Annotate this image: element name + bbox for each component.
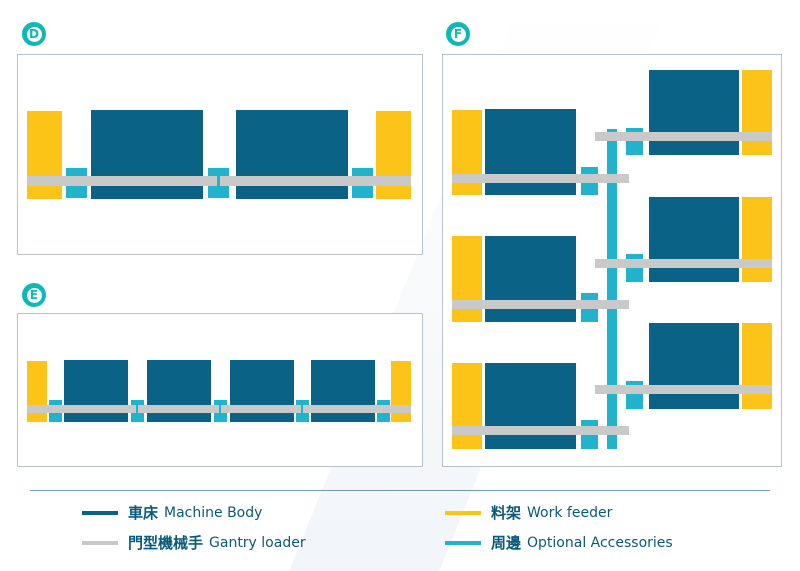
machine-body [649, 197, 739, 282]
legend-machine-body: 車床 Machine Body [82, 502, 262, 523]
gantry-loader [452, 174, 629, 183]
gantry-loader [452, 300, 629, 309]
legend-swatch-machine [82, 510, 118, 515]
legend-swatch-gantry [82, 540, 118, 545]
work-feeder [742, 197, 772, 282]
layout-e-panel [17, 313, 423, 467]
work-feeder [452, 363, 482, 449]
legend-gantry-loader: 門型機械手 Gantry loader [82, 532, 306, 553]
section-f-label: F [450, 26, 466, 42]
gantry-loader [595, 385, 772, 394]
work-feeder [742, 323, 772, 409]
machine-body [485, 236, 576, 322]
layout-f-panel [442, 54, 782, 467]
legend-optional-accessories: 周邊 Optional Accessories [445, 532, 673, 553]
section-d-badge: D [22, 22, 46, 46]
section-d-label: D [26, 26, 42, 42]
legend-swatch-feeder [445, 510, 481, 515]
legend-zh: 車床 [128, 504, 159, 522]
legend-zh: 料架 [491, 504, 522, 522]
gantry-joint [219, 402, 221, 416]
work-feeder [452, 236, 482, 322]
gantry-joint [217, 173, 220, 189]
section-f-badge: F [446, 22, 470, 46]
gantry-vertical-rail [607, 129, 617, 449]
legend-en: Gantry loader [209, 534, 306, 551]
section-e-label: E [26, 287, 42, 303]
gantry-loader [452, 426, 629, 435]
machine-body [649, 70, 739, 155]
machine-body [649, 323, 739, 409]
gantry-joint [301, 402, 303, 416]
legend-zh: 周邊 [491, 534, 522, 552]
gantry-joint [136, 402, 138, 416]
legend-swatch-accessories [445, 540, 481, 545]
section-e-badge: E [22, 283, 46, 307]
legend-zh: 門型機械手 [128, 534, 204, 552]
gantry-loader [595, 132, 772, 141]
legend-divider [30, 490, 770, 491]
machine-body [485, 363, 576, 449]
work-feeder [742, 70, 772, 155]
legend-en: Work feeder [527, 504, 613, 521]
legend-en: Optional Accessories [527, 534, 673, 551]
legend-work-feeder: 料架 Work feeder [445, 502, 612, 523]
layout-d-panel [17, 54, 423, 255]
gantry-loader [595, 259, 772, 268]
legend-en: Machine Body [164, 504, 263, 521]
